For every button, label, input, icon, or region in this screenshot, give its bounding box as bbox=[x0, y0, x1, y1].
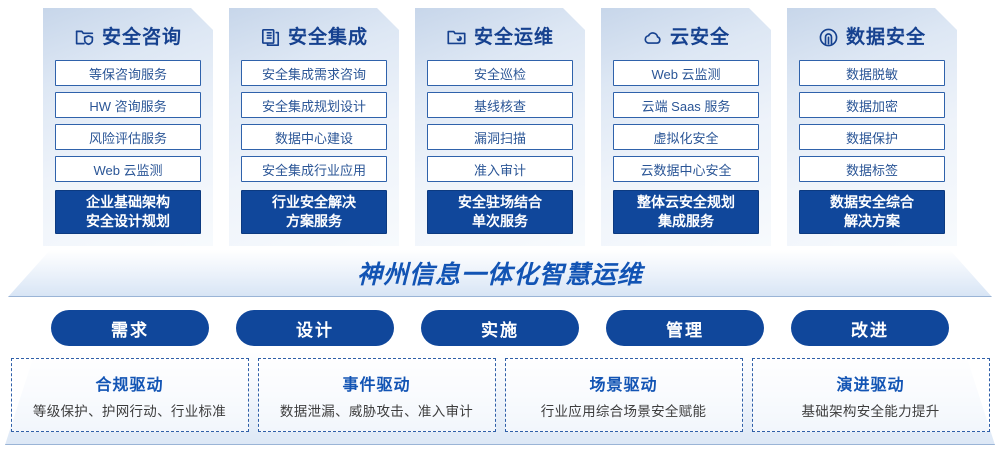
service-card-1: 安全咨询等保咨询服务 HW 咨询服务风险评估服务 Web 云监测企业基础架构安全设计… bbox=[43, 8, 213, 246]
service-item[interactable]: 云数据中心安全 bbox=[613, 156, 759, 182]
lifecycle-pill-row: 需求设计实施管理改进 bbox=[0, 310, 1000, 348]
service-card-header: 安全运维 bbox=[427, 22, 573, 52]
driver-title: 场景驱动 bbox=[589, 376, 658, 394]
driver-title: 演进驱动 bbox=[836, 376, 905, 394]
cloud-icon bbox=[642, 27, 663, 48]
driver-description: 行业应用综合场景安全赋能 bbox=[540, 403, 707, 419]
service-card-2: 安全集成安全集成需求咨询安全集成规划设计数据中心建设安全集成行业应用行业安全解决… bbox=[229, 8, 399, 246]
service-pillars: 安全咨询等保咨询服务 HW 咨询服务风险评估服务 Web 云监测企业基础架构安全设计… bbox=[0, 0, 1000, 250]
service-card-title: 云安全 bbox=[669, 26, 730, 48]
service-item[interactable]: 安全巡检 bbox=[427, 60, 573, 86]
service-card-body: 安全集成安全集成需求咨询安全集成规划设计数据中心建设安全集成行业应用行业安全解决… bbox=[229, 8, 399, 246]
lifecycle-pill-3[interactable]: 实施 bbox=[421, 310, 579, 346]
service-card-body: 数据安全数据脱敏数据加密数据保护数据标签数据安全综合解决方案 bbox=[787, 8, 957, 246]
driver-title: 合规驱动 bbox=[95, 376, 164, 394]
service-card-3: 安全运维安全巡检基线核查漏洞扫描准入审计安全驻场结合单次服务 bbox=[415, 8, 585, 246]
service-item[interactable]: 等保咨询服务 bbox=[55, 60, 201, 86]
service-item[interactable]: Web 云监测 bbox=[613, 60, 759, 86]
service-item[interactable]: 安全集成需求咨询 bbox=[241, 60, 387, 86]
service-item[interactable]: 数据中心建设 bbox=[241, 124, 387, 150]
service-item[interactable]: 数据脱敏 bbox=[799, 60, 945, 86]
service-card-title: 数据安全 bbox=[845, 26, 926, 48]
platform-banner-title: 神州信息一体化智慧运维 bbox=[356, 261, 643, 289]
driver-description: 等级保护、护网行动、行业标准 bbox=[32, 403, 227, 419]
driver-card-3: 场景驱动行业应用综合场景安全赋能 bbox=[504, 358, 743, 432]
service-card-5: 数据安全数据脱敏数据加密数据保护数据标签数据安全综合解决方案 bbox=[787, 8, 957, 246]
service-item[interactable]: 云端 Saas 服务 bbox=[613, 92, 759, 118]
service-highlight-block[interactable]: 企业基础架构安全设计规划 bbox=[55, 190, 201, 234]
lifecycle-pill-1[interactable]: 需求 bbox=[51, 310, 209, 346]
fingerprint-icon bbox=[818, 27, 839, 48]
driver-description: 基础架构安全能力提升 bbox=[801, 403, 940, 419]
lifecycle-pill-5[interactable]: 改进 bbox=[791, 310, 949, 346]
service-card-header: 数据安全 bbox=[799, 22, 945, 52]
driver-row: 合规驱动等级保护、护网行动、行业标准事件驱动数据泄漏、威胁攻击、准入审计场景驱动… bbox=[0, 358, 1000, 438]
service-card-title: 安全咨询 bbox=[101, 26, 182, 48]
lifecycle-pill-2[interactable]: 设计 bbox=[236, 310, 394, 346]
driver-description: 数据泄漏、威胁攻击、准入审计 bbox=[279, 403, 474, 419]
service-card-header: 云安全 bbox=[613, 22, 759, 52]
service-item[interactable]: 数据标签 bbox=[799, 156, 945, 182]
service-item[interactable]: 风险评估服务 bbox=[55, 124, 201, 150]
service-card-4: 云安全 Web 云监测云端 Saas 服务虚拟化安全云数据中心安全整体云安全规划集… bbox=[601, 8, 771, 246]
service-item[interactable]: 数据保护 bbox=[799, 124, 945, 150]
driver-card-4: 演进驱动基础架构安全能力提升 bbox=[751, 358, 990, 432]
driver-card-2: 事件驱动数据泄漏、威胁攻击、准入审计 bbox=[257, 358, 496, 432]
service-highlight-text: 企业基础架构安全设计规划 bbox=[86, 194, 170, 229]
service-item[interactable]: 安全集成行业应用 bbox=[241, 156, 387, 182]
service-highlight-text: 行业安全解决方案服务 bbox=[272, 194, 356, 229]
service-item[interactable]: 准入审计 bbox=[427, 156, 573, 182]
stacked-documents-icon bbox=[260, 27, 281, 48]
service-item[interactable]: Web 云监测 bbox=[55, 156, 201, 182]
service-highlight-block[interactable]: 数据安全综合解决方案 bbox=[799, 190, 945, 234]
service-highlight-text: 数据安全综合解决方案 bbox=[830, 194, 914, 229]
service-item[interactable]: 漏洞扫描 bbox=[427, 124, 573, 150]
service-highlight-block[interactable]: 安全驻场结合单次服务 bbox=[427, 190, 573, 234]
folder-chart-icon bbox=[446, 27, 467, 48]
service-card-header: 安全咨询 bbox=[55, 22, 201, 52]
driver-card-1: 合规驱动等级保护、护网行动、行业标准 bbox=[10, 358, 249, 432]
platform-banner bbox=[8, 250, 992, 297]
service-card-title: 安全运维 bbox=[473, 26, 554, 48]
service-highlight-block[interactable]: 行业安全解决方案服务 bbox=[241, 190, 387, 234]
service-card-body: 安全运维安全巡检基线核查漏洞扫描准入审计安全驻场结合单次服务 bbox=[415, 8, 585, 246]
service-highlight-text: 整体云安全规划集成服务 bbox=[637, 194, 735, 229]
service-item[interactable]: 数据加密 bbox=[799, 92, 945, 118]
service-item[interactable]: 安全集成规划设计 bbox=[241, 92, 387, 118]
service-item[interactable]: 虚拟化安全 bbox=[613, 124, 759, 150]
service-card-title: 安全集成 bbox=[287, 26, 368, 48]
service-item[interactable]: 基线核查 bbox=[427, 92, 573, 118]
driver-title: 事件驱动 bbox=[342, 376, 411, 394]
service-highlight-text: 安全驻场结合单次服务 bbox=[458, 194, 542, 229]
service-card-body: 安全咨询等保咨询服务 HW 咨询服务风险评估服务 Web 云监测企业基础架构安全设计… bbox=[43, 8, 213, 246]
service-card-body: 云安全 Web 云监测云端 Saas 服务虚拟化安全云数据中心安全整体云安全规划集… bbox=[601, 8, 771, 246]
folder-shield-icon bbox=[74, 27, 95, 48]
service-card-header: 安全集成 bbox=[241, 22, 387, 52]
service-item[interactable]: HW 咨询服务 bbox=[55, 92, 201, 118]
service-highlight-block[interactable]: 整体云安全规划集成服务 bbox=[613, 190, 759, 234]
lifecycle-pill-4[interactable]: 管理 bbox=[606, 310, 764, 346]
